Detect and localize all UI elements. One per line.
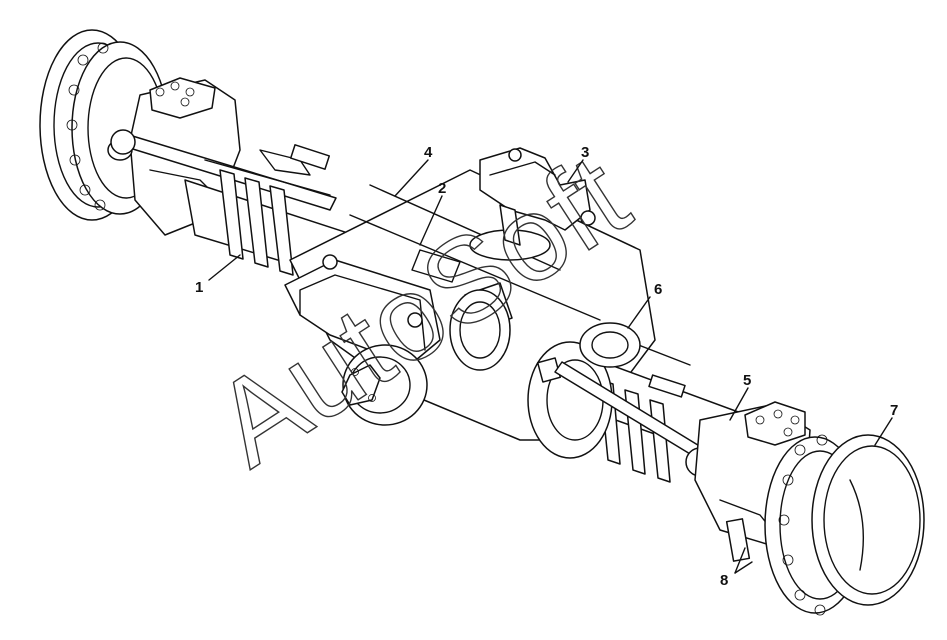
callout-1: 1 bbox=[195, 254, 241, 296]
differential-carrier bbox=[527, 322, 641, 459]
callout-4: 4 bbox=[394, 144, 433, 197]
mounting-bracket-front bbox=[284, 254, 441, 366]
callout-label-6: 6 bbox=[654, 281, 662, 298]
right-wheel-hub bbox=[764, 434, 925, 616]
mounting-bracket-rear bbox=[479, 147, 596, 246]
callout-7: 7 bbox=[874, 402, 898, 446]
callout-label-1: 1 bbox=[195, 279, 203, 296]
callout-label-7: 7 bbox=[890, 402, 898, 419]
callout-label-2: 2 bbox=[438, 180, 446, 197]
callout-8: 8 bbox=[720, 547, 753, 589]
callout-label-8: 8 bbox=[720, 572, 728, 589]
callout-5: 5 bbox=[729, 372, 751, 421]
callout-6: 6 bbox=[627, 281, 662, 329]
callout-label-3: 3 bbox=[581, 144, 589, 161]
callout-label-5: 5 bbox=[743, 372, 751, 389]
callout-2: 2 bbox=[419, 180, 446, 246]
callout-label-4: 4 bbox=[424, 144, 433, 161]
input-flange bbox=[341, 344, 428, 426]
callout-3: 3 bbox=[567, 144, 589, 183]
